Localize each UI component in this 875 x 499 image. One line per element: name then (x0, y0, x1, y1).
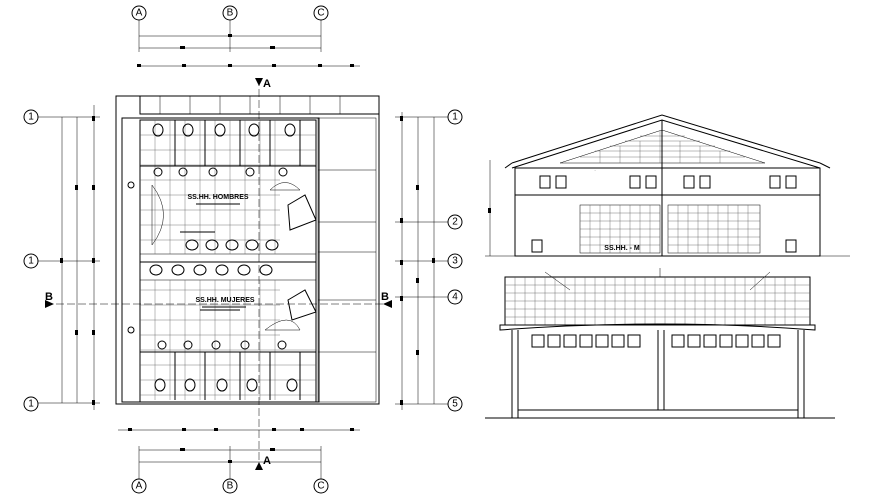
section-a-bottom-label: A (263, 455, 271, 467)
roof-strip-top (159, 96, 341, 114)
stalls-lower (140, 351, 316, 400)
section-b-right-label: B (381, 291, 389, 303)
sinks-row-lower (149, 264, 273, 276)
right-grid-axes: 1 2 3 4 5 (395, 109, 463, 412)
grid-bubble-right-4: 4 (447, 289, 463, 305)
grid-label-right-4: 4 (452, 292, 458, 303)
grid-bubble-top-a: A (131, 5, 147, 21)
elevation-windows-left (531, 334, 641, 348)
tile-grid-upper (140, 120, 316, 254)
stalls-upper (140, 120, 316, 167)
grid-label-right-1: 1 (452, 112, 458, 123)
grid-label-right-5: 5 (452, 399, 458, 410)
section-windows (539, 175, 797, 189)
grid-bubble-top-b: B (222, 5, 238, 21)
grid-label-top-b: B (227, 8, 234, 19)
grid-bubble-right-5: 5 (447, 396, 463, 412)
section-a-top-label: A (263, 78, 271, 90)
elevation-view (485, 268, 835, 419)
top-grid-axes: A B C (131, 5, 360, 67)
grid-bubble-left-1b: 1 (23, 253, 39, 269)
grid-label-right-3: 3 (452, 256, 458, 267)
elevation-windows-right (671, 334, 781, 348)
grid-bubble-top-c: C (313, 5, 329, 21)
toilets-upper (152, 123, 296, 177)
grid-bubble-right-1: 1 (447, 109, 463, 125)
section-b-left-label: B (45, 291, 53, 303)
grid-label-top-a: A (136, 8, 143, 19)
sinks-row-upper (185, 239, 279, 251)
room-label-mujeres: SS.HH. MUJERES (195, 297, 254, 304)
left-grid-axes: 1 1 1 (23, 105, 100, 412)
grid-bubble-bottom-a: A (131, 478, 147, 494)
grid-label-top-c: C (317, 8, 324, 19)
grid-label-right-2: 2 (452, 217, 458, 228)
grid-label-bottom-a: A (136, 481, 143, 492)
bottom-grid-axes: A B C (118, 428, 360, 494)
grid-bubble-left-1c: 1 (23, 396, 39, 412)
grid-bubble-left-1a: 1 (23, 109, 39, 125)
grid-label-left-1a: 1 (28, 112, 34, 123)
section-line-b: B B (45, 291, 392, 308)
section-line-a: A A (255, 78, 271, 470)
grid-label-left-1c: 1 (28, 399, 34, 410)
grid-bubble-bottom-c: C (313, 478, 329, 494)
grid-bubble-right-3: 3 (447, 253, 463, 269)
section-tile-walls (579, 204, 761, 254)
tile-grid-lower (140, 280, 316, 400)
toilets-lower (154, 340, 298, 392)
room-label-hombres: SS.HH. HOMBRES (187, 194, 248, 201)
section-view: SS.HH. - M · (485, 114, 850, 257)
grid-label-bottom-b: B (227, 481, 234, 492)
grid-label-left-1b: 1 (28, 256, 34, 267)
grid-bubble-right-2: 2 (447, 214, 463, 230)
grid-label-bottom-c: C (317, 481, 324, 492)
floor-plan: SS.HH. HOMBRES SS.HH. MUJERES (115, 95, 380, 405)
section-room-label: SS.HH. - M (604, 245, 640, 252)
svg-text:·: · (594, 168, 595, 173)
grid-bubble-bottom-b: B (222, 478, 238, 494)
